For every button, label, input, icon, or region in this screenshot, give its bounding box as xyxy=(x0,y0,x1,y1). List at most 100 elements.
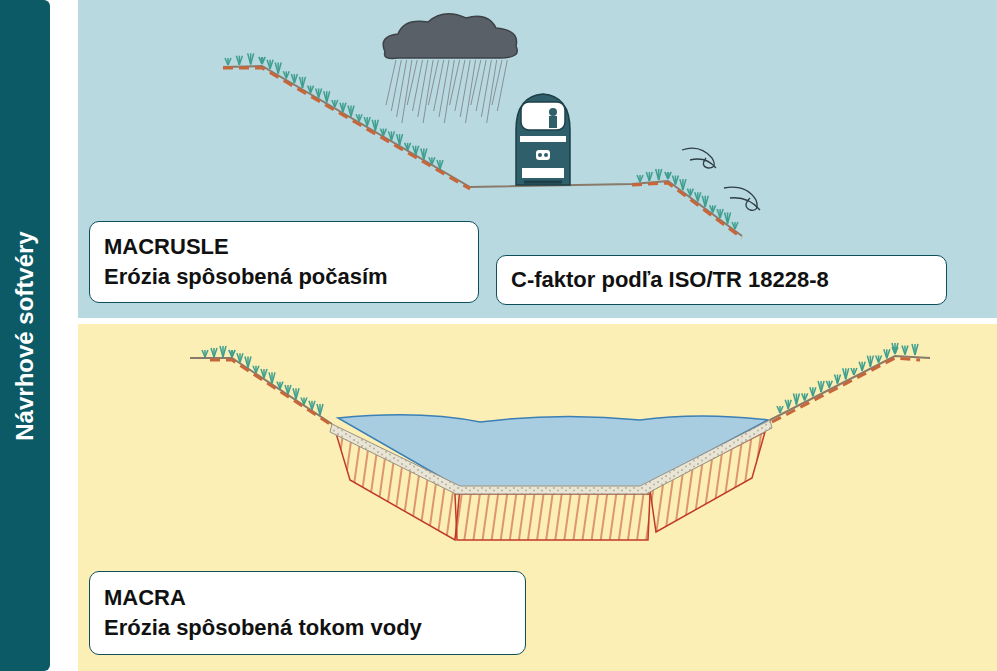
grass-blade xyxy=(259,57,262,64)
grass-blade xyxy=(383,129,386,136)
grass-blade xyxy=(319,88,322,97)
grass-blade xyxy=(843,368,846,379)
embankment xyxy=(223,53,742,238)
grass-blade xyxy=(264,369,267,378)
grass-blade xyxy=(867,356,870,367)
grass-blade xyxy=(915,344,918,355)
grass-blade xyxy=(851,368,854,375)
grass-blade xyxy=(296,388,299,399)
grass-blade xyxy=(332,100,335,107)
grass-blade xyxy=(308,86,311,93)
grass-blade xyxy=(400,134,403,145)
grass-blade xyxy=(299,77,302,88)
grass-blade xyxy=(838,375,841,384)
software-name: MACRUSLE xyxy=(104,232,464,262)
rain-drop xyxy=(455,60,465,111)
rain-drop xyxy=(476,60,486,111)
rain-drop xyxy=(439,60,449,117)
grass-blade xyxy=(367,117,370,126)
grass-blade xyxy=(223,346,226,357)
grass-blade xyxy=(672,176,675,185)
grass-blade xyxy=(214,348,217,357)
grass-blade xyxy=(788,400,791,409)
grass-blade xyxy=(802,393,805,400)
grass-blade xyxy=(293,388,296,399)
grass-blade xyxy=(278,63,281,74)
grass-blade xyxy=(656,169,659,180)
grass-blade xyxy=(248,357,251,368)
grass-blade xyxy=(646,172,649,181)
grass-blade xyxy=(205,350,208,357)
grass-blade xyxy=(705,196,708,207)
grass-blade xyxy=(649,172,652,181)
grass-blade xyxy=(220,346,223,357)
grass-blade xyxy=(348,106,351,117)
grass-blade xyxy=(710,205,713,212)
grass-blade xyxy=(717,209,720,218)
rain-drop xyxy=(397,60,407,117)
grass-blade xyxy=(892,343,895,354)
rain-drop xyxy=(434,60,444,111)
channel xyxy=(190,343,930,540)
grass-blade xyxy=(372,120,375,131)
rain-drop xyxy=(407,60,417,105)
grass-blade xyxy=(892,347,895,354)
grass-blade xyxy=(309,401,312,410)
grass-blade xyxy=(228,58,231,65)
grass-blade xyxy=(640,175,643,182)
grass-blade xyxy=(665,172,668,179)
grass-blade xyxy=(912,344,915,355)
grass-blade xyxy=(285,385,288,394)
grass-blade xyxy=(668,172,671,179)
grass-blade xyxy=(272,372,275,383)
grass-blade xyxy=(270,60,273,69)
grass-blade xyxy=(202,350,205,357)
grass-blade xyxy=(416,146,419,155)
grass-blade xyxy=(359,114,362,121)
grass-blade xyxy=(225,58,228,65)
grass-blade xyxy=(665,172,668,179)
rain-drop xyxy=(481,60,491,117)
grass-blade xyxy=(713,205,716,212)
grass-blade xyxy=(304,397,307,404)
grass-blade xyxy=(286,71,289,78)
rain-drop xyxy=(391,60,401,111)
grass-blade xyxy=(277,382,280,389)
grass-blade xyxy=(668,172,671,179)
grass-blade xyxy=(269,372,272,383)
grass-blade xyxy=(236,56,239,65)
grass-blade xyxy=(320,404,323,415)
grass-blade xyxy=(720,209,723,218)
grass-blade xyxy=(793,394,796,405)
grass-blade xyxy=(267,60,270,69)
grass-blade xyxy=(698,192,701,201)
grass-blade xyxy=(340,103,343,112)
grass-blade xyxy=(437,160,440,169)
grass-blade xyxy=(829,381,832,388)
grass-blade xyxy=(229,350,232,357)
grass-blade xyxy=(659,169,662,180)
grass-blade xyxy=(262,57,265,64)
grass-blade xyxy=(211,348,214,357)
grass-blade xyxy=(405,143,408,150)
grass-blade xyxy=(229,350,232,357)
grass-blade xyxy=(702,196,705,207)
rain-drop xyxy=(460,60,470,117)
software-name: MACRA xyxy=(104,583,511,613)
rain-drop xyxy=(492,60,502,105)
grass-blade xyxy=(261,369,264,378)
grass-blade xyxy=(253,366,256,373)
grass-blade xyxy=(675,176,678,185)
grass-blade xyxy=(905,346,908,355)
grass-blade xyxy=(870,356,873,367)
grass-blade xyxy=(796,394,799,405)
grass-blade xyxy=(879,355,882,362)
grass-blade xyxy=(884,349,887,358)
grass-blade xyxy=(821,381,824,392)
grass-blade xyxy=(859,362,862,371)
box-text: Erózia spôsobená počasím xyxy=(104,262,464,292)
software-box: MACRAErózia spôsobená tokom vody xyxy=(89,571,526,655)
grass-blade xyxy=(725,212,728,223)
grass-blade xyxy=(683,179,686,190)
grass xyxy=(225,53,738,229)
